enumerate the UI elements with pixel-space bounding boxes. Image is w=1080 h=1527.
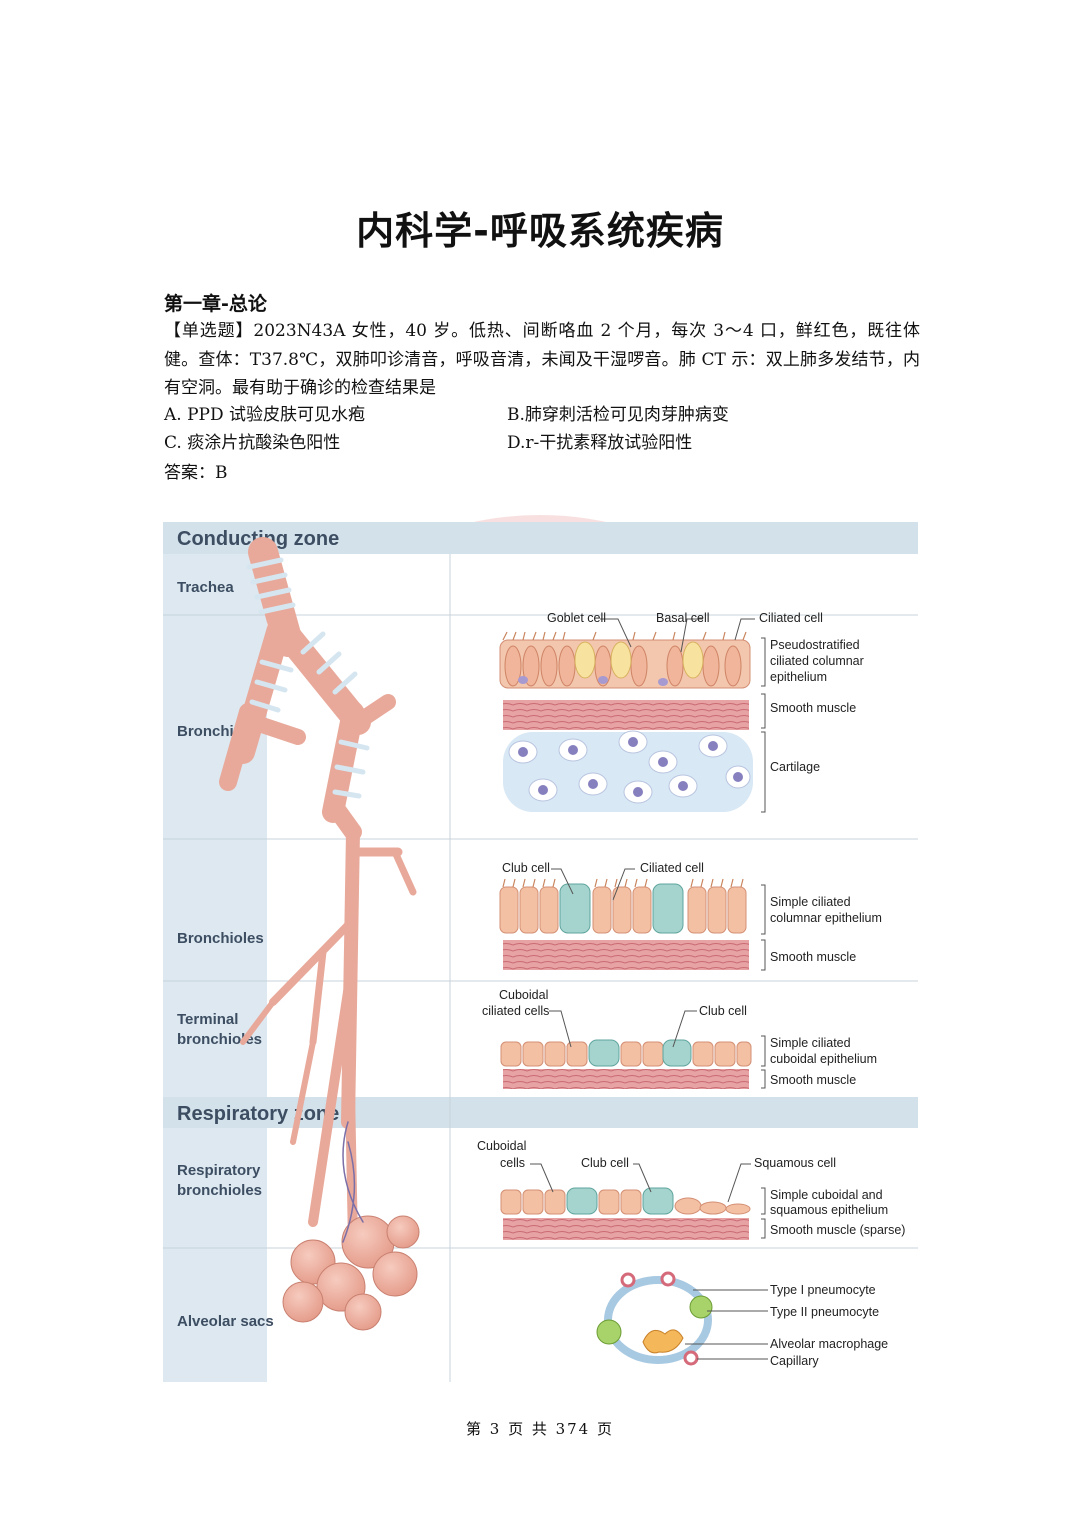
question-text: 【单选题】2023N43A 女性，40 岁。低热、间断咯血 2 个月，每次 3～… bbox=[164, 317, 920, 403]
bronchi-smooth-label: Smooth muscle bbox=[770, 701, 856, 715]
respiratory-cuboidal-2: cells bbox=[500, 1156, 525, 1170]
bronchioles-club-label: Club cell bbox=[502, 861, 550, 875]
bronchi-smooth-muscle bbox=[503, 700, 749, 730]
bronchioles-simple-1: Simple ciliated bbox=[770, 895, 851, 909]
figure-canvas: Conducting zone Respiratory zone Trachea… bbox=[163, 522, 918, 1382]
respiratory-label-2: bronchioles bbox=[177, 1182, 262, 1199]
respiratory-smooth-label: Smooth muscle (sparse) bbox=[770, 1223, 905, 1237]
bronchioles-smooth-muscle bbox=[503, 940, 749, 970]
cartilage-label: Cartilage bbox=[770, 760, 820, 774]
pseudo-label-2: ciliated columnar bbox=[770, 654, 864, 668]
macrophage-label: Alveolar macrophage bbox=[770, 1337, 888, 1351]
bronchi-epithelium bbox=[500, 632, 750, 688]
terminal-smooth-muscle bbox=[503, 1069, 749, 1089]
page-footer: 第 3 页 共 374 页 bbox=[0, 1418, 1080, 1439]
terminal-simple-2: cuboidal epithelium bbox=[770, 1052, 877, 1066]
respiratory-simple-1: Simple cuboidal and bbox=[770, 1188, 883, 1202]
goblet-cell-label: Goblet cell bbox=[547, 611, 606, 625]
respiratory-cuboidal-1: Cuboidal bbox=[477, 1139, 526, 1153]
bronchi-label: Bronchi bbox=[177, 723, 234, 740]
terminal-smooth-label: Smooth muscle bbox=[770, 1073, 856, 1087]
type1-pneumocyte-label: Type I pneumocyte bbox=[770, 1283, 876, 1297]
option-c: C. 痰涂片抗酸染色阳性 bbox=[164, 429, 340, 457]
bronchioles-epithelium bbox=[500, 879, 746, 933]
type2-pneumocyte-label: Type II pneumocyte bbox=[770, 1305, 879, 1319]
airway-histology-figure: Conducting zone Respiratory zone Trachea… bbox=[163, 522, 918, 1382]
terminal-cuboidal-1: Cuboidal bbox=[499, 988, 548, 1002]
ciliated-cell-label: Ciliated cell bbox=[759, 611, 823, 625]
alveolar-label: Alveolar sacs bbox=[177, 1313, 274, 1330]
answer-text: 答案：B bbox=[164, 458, 228, 483]
capillary-label: Capillary bbox=[770, 1354, 819, 1368]
bronchioles-smooth-label: Smooth muscle bbox=[770, 950, 856, 964]
pseudo-label-1: Pseudostratified bbox=[770, 638, 860, 652]
chapter-heading: 第一章-总论 bbox=[164, 289, 267, 316]
option-b: B.肺穿刺活检可见肉芽肿病变 bbox=[507, 401, 729, 429]
bronchioles-ciliated-label: Ciliated cell bbox=[640, 861, 704, 875]
terminal-cuboidal-2: ciliated cells bbox=[482, 1004, 549, 1018]
terminal-club-label: Club cell bbox=[699, 1004, 747, 1018]
bronchi-cartilage bbox=[503, 731, 753, 812]
terminal-epithelium bbox=[501, 1040, 751, 1066]
respiratory-smooth-muscle bbox=[503, 1218, 749, 1240]
option-a: A. PPD 试验皮肤可见水疱 bbox=[164, 401, 365, 429]
bronchioles-label: Bronchioles bbox=[177, 930, 264, 947]
pseudo-label-3: epithelium bbox=[770, 670, 827, 684]
trachea-label: Trachea bbox=[177, 579, 234, 596]
alveolus-illustration bbox=[597, 1273, 712, 1364]
option-d: D.r-干扰素释放试验阳性 bbox=[507, 429, 692, 457]
page-title: 内科学-呼吸系统疾病 bbox=[0, 200, 1080, 255]
basal-cell-label: Basal cell bbox=[656, 611, 710, 625]
bronchioles-simple-2: columnar epithelium bbox=[770, 911, 882, 925]
respiratory-zone-label: Respiratory zone bbox=[177, 1103, 339, 1125]
respiratory-simple-2: squamous epithelium bbox=[770, 1203, 888, 1217]
respiratory-label-1: Respiratory bbox=[177, 1162, 261, 1179]
squamous-cell-label: Squamous cell bbox=[754, 1156, 836, 1170]
respiratory-club-label: Club cell bbox=[581, 1156, 629, 1170]
terminal-label-1: Terminal bbox=[177, 1011, 238, 1028]
respiratory-epithelium bbox=[501, 1188, 750, 1214]
terminal-simple-1: Simple ciliated bbox=[770, 1036, 851, 1050]
